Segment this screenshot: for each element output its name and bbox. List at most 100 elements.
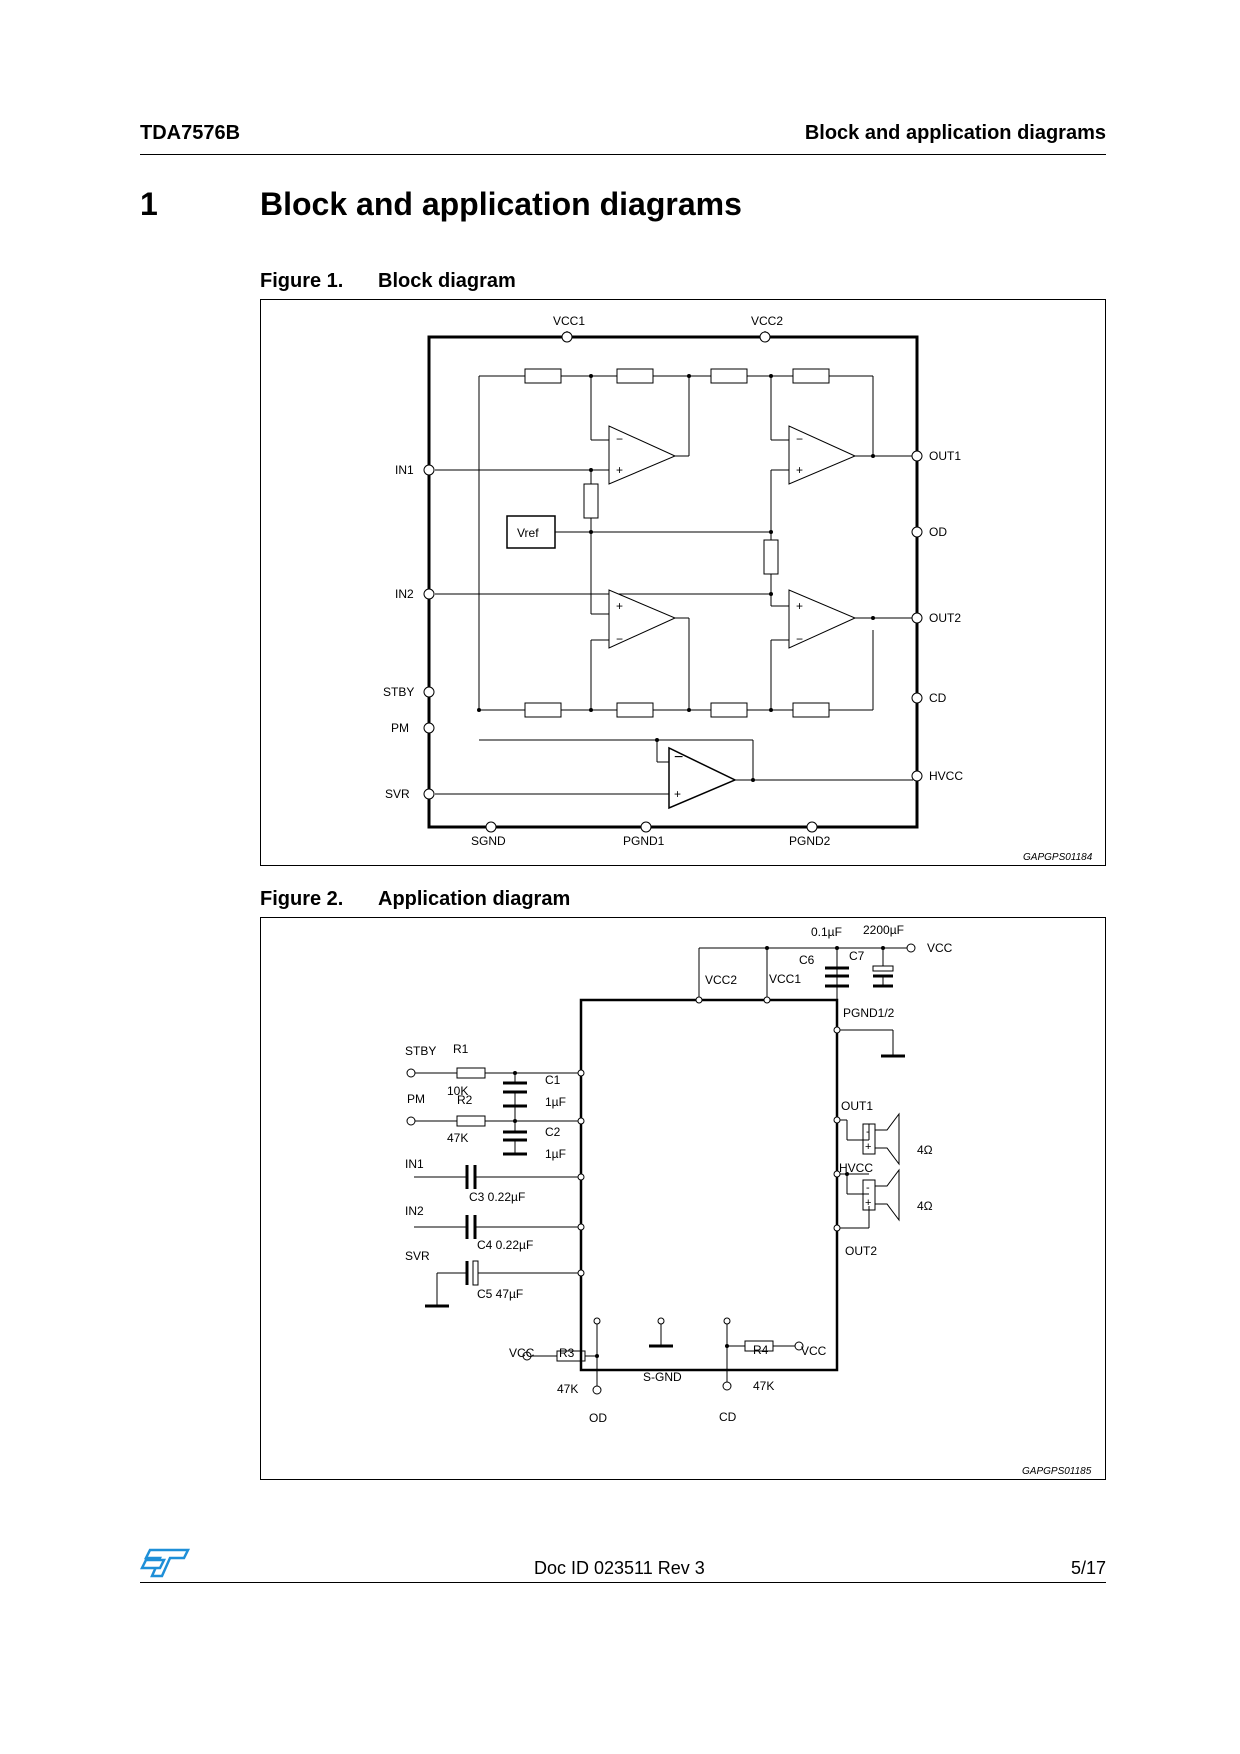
label-in1: IN1 [395, 463, 414, 477]
label-out2: OUT2 [845, 1244, 877, 1258]
footer-doc-id: Doc ID 023511 Rev 3 [534, 1558, 705, 1578]
svg-text:+: + [616, 599, 623, 613]
label-vcc-top: VCC [927, 941, 953, 955]
st-logo [139, 1548, 191, 1583]
figure1-title: Block diagram [378, 270, 516, 292]
svg-text:−: − [796, 432, 803, 446]
label-svr: SVR [405, 1249, 430, 1263]
label-r1-value: 10K [447, 1084, 468, 1098]
pin-vcc2 [759, 331, 771, 343]
block-diagram-svg: −+ −+ +− +− −+ VCC1 VCC2 IN1 IN2 STBY PM… [383, 314, 1093, 863]
pin-out2 [911, 612, 923, 624]
pin-od [911, 526, 923, 538]
label-out1: OUT1 [841, 1099, 873, 1113]
figure2-number: Figure 2. [260, 888, 344, 910]
label-vcc1: VCC1 [553, 314, 585, 328]
header-rule [140, 154, 1106, 155]
label-vcc-od: VCC [509, 1346, 535, 1360]
label-r3: R3 [559, 1346, 575, 1360]
label-r2-value: 47K [447, 1131, 468, 1145]
svg-text:+: + [796, 463, 803, 477]
label-c4: C4 0.22µF [477, 1238, 533, 1252]
pin-stby [423, 686, 435, 698]
pin-in2 [423, 588, 435, 600]
pin-out1 [911, 450, 923, 462]
label-vref: Vref [517, 526, 539, 540]
section-number: 1 [140, 186, 158, 222]
label-out2: OUT2 [929, 611, 961, 625]
label-pgnd: PGND1/2 [843, 1006, 895, 1020]
pin-svr [423, 788, 435, 800]
label-sgnd: SGND [471, 834, 506, 848]
label-stby: STBY [383, 685, 414, 699]
header-product-name: TDA7576B [140, 122, 241, 144]
label-pm: PM [407, 1092, 425, 1106]
figure2-title: Application diagram [378, 888, 571, 910]
figure2-application-diagram: -+ -+ 0.1µF 2200µF VCC C6 C7 VCC2 VCC1 P… [260, 917, 1106, 1480]
label-cd: CD [719, 1410, 737, 1424]
label-r2: R2 [457, 1093, 473, 1107]
figure1-number: Figure 1. [260, 270, 344, 292]
label-svr: SVR [385, 787, 410, 801]
label-c6: C6 [799, 953, 815, 967]
label-od: OD [589, 1411, 607, 1425]
label-c7-value: 2200µF [863, 923, 904, 937]
svg-text:+: + [865, 1141, 871, 1153]
label-od: OD [929, 525, 947, 539]
svg-text:−: − [674, 749, 683, 766]
label-c6-value: 0.1µF [811, 925, 842, 939]
chip-outline [427, 335, 919, 829]
label-c7: C7 [849, 949, 865, 963]
pin-pgnd2 [806, 821, 818, 833]
svg-text:+: + [674, 787, 681, 801]
label-spk1: 4Ω [917, 1143, 933, 1157]
label-c2: C2 [545, 1125, 561, 1139]
label-cd: CD [929, 691, 947, 705]
label-in2: IN2 [395, 587, 414, 601]
footer-page-number: 5/17 [1070, 1558, 1106, 1578]
svg-text:−: − [796, 632, 803, 646]
pin-hvcc [911, 770, 923, 782]
label-c1: C1 [545, 1073, 561, 1087]
label-c5: C5 47µF [477, 1287, 523, 1301]
label-spk2: 4Ω [917, 1199, 933, 1213]
label-c2-value: 1µF [545, 1147, 566, 1161]
label-r4: R4 [753, 1343, 769, 1357]
section-title: Block and application diagrams [260, 186, 742, 222]
svg-text:−: − [616, 432, 623, 446]
pin-sgnd [485, 821, 497, 833]
label-c1-value: 1µF [545, 1095, 566, 1109]
label-r4-value: 47K [753, 1379, 774, 1393]
figure2-caption: Figure 2. Application diagram [260, 888, 570, 911]
label-pm: PM [391, 721, 409, 735]
label-c3: C3 0.22µF [469, 1190, 525, 1204]
pin-pgnd1 [640, 821, 652, 833]
label-r1: R1 [453, 1042, 469, 1056]
label-hvcc: HVCC [929, 769, 963, 783]
label-stby: STBY [405, 1044, 436, 1058]
ic-body [579, 998, 839, 1372]
svg-text:+: + [796, 599, 803, 613]
header-section-title: Block and application diagrams [804, 122, 1106, 144]
pin-in1 [423, 464, 435, 476]
footer-rule [140, 1582, 1106, 1583]
label-vcc2: VCC2 [705, 973, 737, 987]
pin-pm [423, 722, 435, 734]
label-pgnd1: PGND1 [623, 834, 665, 848]
svg-text:−: − [616, 632, 623, 646]
pin-cd [911, 692, 923, 704]
label-sgnd: S-GND [643, 1370, 682, 1384]
figure1-code: GAPGPS01184 [1023, 852, 1093, 863]
figure1-block-diagram: −+ −+ +− +− −+ VCC1 VCC2 IN1 IN2 STBY PM… [260, 299, 1106, 866]
label-out1: OUT1 [929, 449, 961, 463]
svg-text:-: - [866, 1126, 870, 1138]
st-logo-icon [139, 1548, 191, 1578]
svg-text:+: + [616, 463, 623, 477]
label-r3-value: 47K [557, 1382, 578, 1396]
figure1-caption: Figure 1. Block diagram [260, 270, 516, 293]
label-vcc-cd: VCC [801, 1344, 827, 1358]
svg-text:+: + [865, 1197, 871, 1209]
label-hvcc: HVCC [839, 1161, 873, 1175]
label-in1: IN1 [405, 1157, 424, 1171]
label-pgnd2: PGND2 [789, 834, 831, 848]
